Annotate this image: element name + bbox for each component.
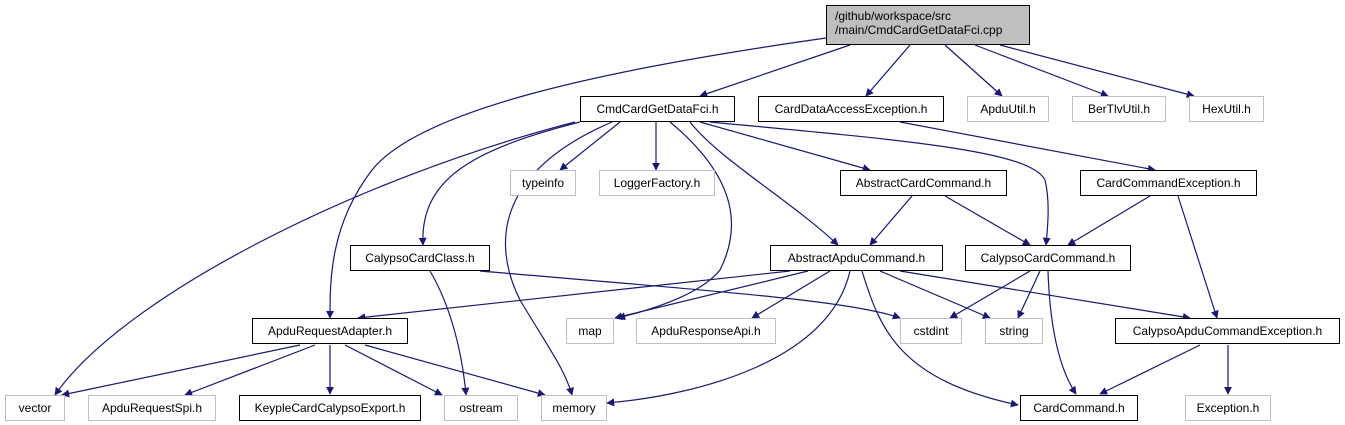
edge-ara-ostream (344, 344, 443, 396)
edge-fci-typeinfo (559, 121, 621, 171)
edge-ccc-cstdint (479, 270, 901, 320)
edge-aac-apdurequestadapter (357, 270, 791, 322)
edge-aac-calypsoapducommandexception (899, 270, 1191, 321)
node-ostream: ostream (444, 395, 518, 421)
node-typeinfo: typeinfo (510, 170, 576, 196)
node-cardcommandexception-h[interactable]: CardCommandException.h (1080, 170, 1257, 196)
node-cmdcardgetdatafci-h[interactable]: CmdCardGetDataFci.h (580, 96, 735, 122)
edge-cpc-string (1017, 270, 1041, 319)
root-line-2: /main/CmdCardGetDataFci.cpp (835, 23, 1003, 37)
edge-cda-cardcommandexception (899, 121, 1156, 173)
node-loggerfactory-h: LoggerFactory.h (599, 170, 715, 196)
edge-fci-calypsocardclass (418, 121, 581, 246)
edge-cce-calypsocardcommand (1067, 195, 1151, 246)
edge-ara-vector (61, 344, 301, 398)
node-calypsoapducommandexception-h[interactable]: CalypsoApduCommandException.h (1115, 318, 1340, 344)
edge-fci-abstractcardcommand (699, 121, 871, 172)
node-hexutil-h: HexUtil.h (1189, 96, 1264, 122)
edge-fci-abstractapducommand (689, 121, 839, 246)
node-abstractapducommand-h[interactable]: AbstractApduCommand.h (770, 245, 943, 271)
edge-ara-apdurequestspi (184, 344, 316, 397)
edge-root-hexutil (999, 44, 1195, 99)
node-map: map (566, 318, 614, 344)
edge-cpc-cardcommand (1047, 270, 1077, 395)
edge-root-bertlvutil (974, 44, 1109, 98)
node-apdurequestspi-h: ApduRequestSpi.h (88, 395, 216, 421)
edge-acc-calypsocardcommand (944, 195, 1031, 246)
node-apduresponseapi-h: ApduResponseApi.h (636, 318, 776, 344)
edge-fci-vector (54, 121, 576, 396)
node-apdurequestadapter-h[interactable]: ApduRequestAdapter.h (252, 318, 408, 344)
edge-cpc-cstdint (949, 270, 1031, 319)
edge-fci-calypsocardcommand (709, 121, 1051, 246)
edge-aac-apduresponseapi (751, 270, 831, 319)
edge-aac-memory (606, 270, 851, 407)
node-keyplecardcalypsoexport-h[interactable]: KeypleCardCalypsoExport.h (239, 395, 421, 421)
edge-aac-cardcommand (861, 270, 1019, 408)
node-cstdint: cstdint (900, 318, 962, 344)
edge-aac-string (879, 270, 991, 319)
node-calypsocardcommand-h[interactable]: CalypsoCardCommand.h (965, 245, 1131, 271)
node-calypsocardclass-h[interactable]: CalypsoCardClass.h (350, 245, 490, 271)
edge-fci-memory (504, 121, 613, 396)
node-root-cmdcardgetdatafci-cpp: /github/workspace/src /main/CmdCardGetDa… (826, 5, 1030, 45)
edge-aac-map (614, 270, 809, 321)
root-line-1: /github/workspace/src (835, 9, 952, 23)
edge-cce-calypsoapducommandexception (1177, 195, 1219, 319)
node-string: string (985, 318, 1043, 344)
edge-root-carddataaccess (865, 44, 911, 97)
node-bertlvutil-h: BerTlvUtil.h (1072, 96, 1166, 122)
edge-cace-cardcommand (1099, 344, 1201, 395)
edge-root-apdurequestadapter (326, 37, 827, 319)
edge-fci-map (617, 121, 733, 321)
edge-root-cmdcardgetdatafci (699, 44, 851, 98)
edge-ccc-ostream (429, 270, 470, 396)
edge-ara-memory (364, 344, 546, 397)
node-exception-h: Exception.h (1185, 395, 1271, 421)
node-abstractcardcommand-h[interactable]: AbstractCardCommand.h (840, 170, 1007, 196)
node-carddataaccessexception-h[interactable]: CardDataAccessException.h (758, 96, 944, 122)
edge-acc-abstractapducommand (869, 195, 913, 246)
node-apduutil-h: ApduUtil.h (967, 96, 1049, 122)
node-memory: memory (541, 395, 607, 421)
edge-root-apduutil (944, 44, 1003, 97)
node-cardcommand-h[interactable]: CardCommand.h (1020, 395, 1138, 421)
node-vector: vector (5, 395, 65, 421)
